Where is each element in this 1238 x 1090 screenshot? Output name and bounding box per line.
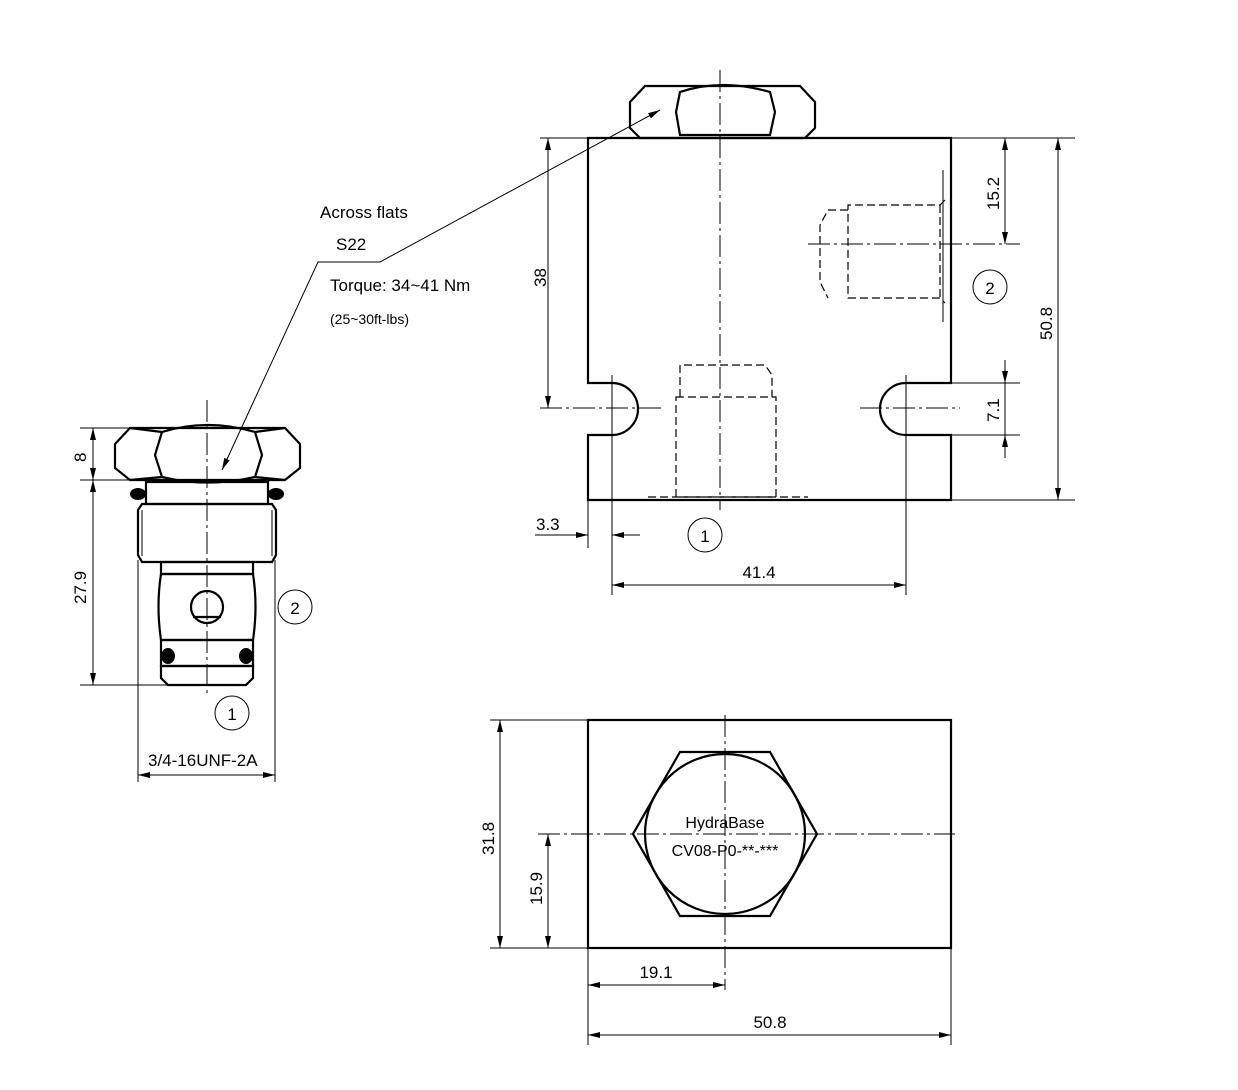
svg-text:1: 1 — [700, 527, 709, 546]
thread-section — [136, 502, 278, 564]
brand-label: HydraBase — [685, 815, 764, 832]
svg-text:1: 1 — [227, 705, 236, 724]
dim-nut-height: 8 — [71, 453, 90, 462]
dim-15-9: 15.9 — [527, 872, 546, 905]
svg-text:2: 2 — [985, 279, 994, 298]
block-top-view: HydraBase CV08-P0-**-*** 31.8 15.9 19.1 … — [479, 715, 955, 1045]
dim-31-8: 31.8 — [479, 822, 498, 855]
torque-annotation: Across flats S22 Torque: 34~41 Nm (25~30… — [221, 109, 661, 471]
dim-50-8-width: 50.8 — [753, 1013, 786, 1032]
across-flats-label: Across flats — [320, 203, 408, 222]
manifold-block — [586, 136, 953, 502]
torque-label: Torque: 34~41 Nm — [330, 276, 470, 295]
port-2-marker — [972, 269, 1008, 305]
thread-spec: 3/4-16UNF-2A — [148, 751, 258, 770]
block-hex-nut — [628, 84, 817, 140]
model-label: CV08-P0-**-*** — [672, 843, 779, 860]
cartridge-view: 8 27.9 3/4-16UNF-2A 2 1 — [71, 400, 313, 782]
port-1-marker — [214, 695, 250, 731]
dim-41-4: 41.4 — [742, 563, 775, 582]
port-1-marker — [687, 517, 723, 553]
dim-7-1: 7.1 — [984, 398, 1003, 422]
size-label: S22 — [336, 235, 366, 254]
block-front-view: 38 15.2 7.1 50.8 3.3 41.4 1 2 — [531, 70, 1075, 595]
port-2-marker — [277, 589, 313, 625]
leader-line — [221, 109, 661, 471]
svg-text:2: 2 — [290, 599, 299, 618]
dim-15-2: 15.2 — [984, 177, 1003, 210]
dim-50-8-height: 50.8 — [1037, 307, 1056, 340]
dim-3-3: 3.3 — [536, 515, 560, 534]
dim-38: 38 — [531, 268, 550, 287]
dim-cartridge-length: 27.9 — [71, 571, 90, 604]
torque-imperial-label: (25~30ft-lbs) — [330, 311, 409, 327]
dim-19-1: 19.1 — [639, 963, 672, 982]
